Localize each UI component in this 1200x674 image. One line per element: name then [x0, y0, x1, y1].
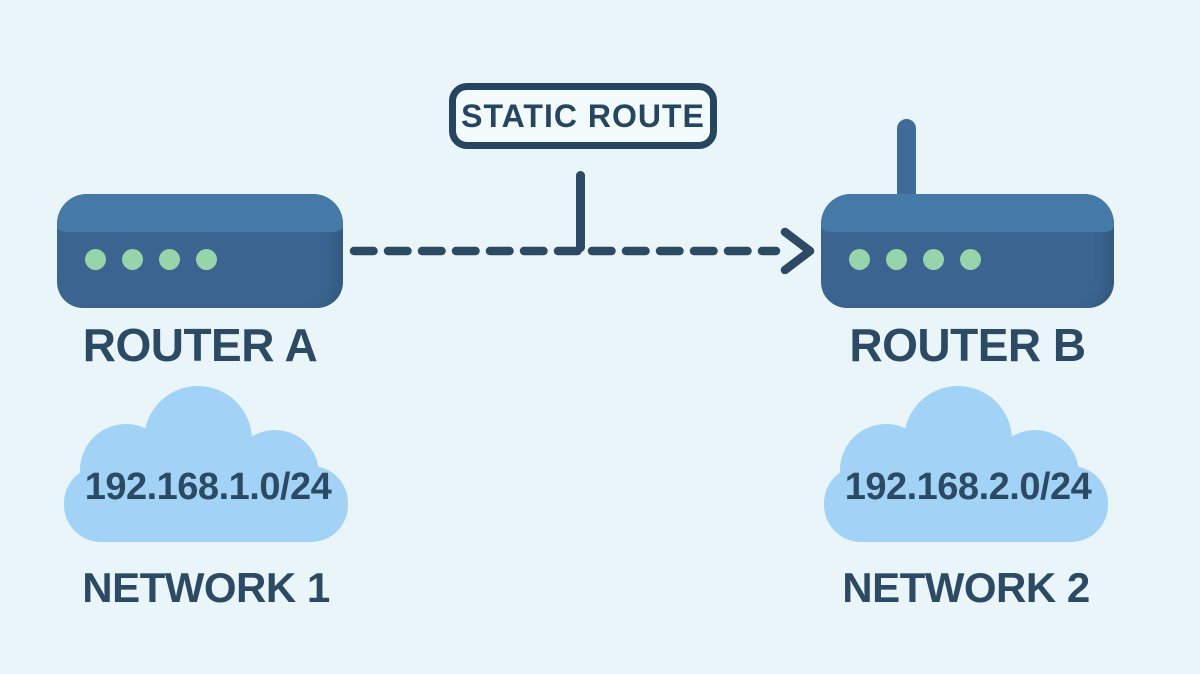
router-a-top-panel: [57, 194, 343, 232]
router-a-device-icon: [57, 194, 343, 308]
static-route-banner-label: STATIC ROUTE: [461, 97, 705, 134]
led-indicator-icon: [85, 249, 106, 270]
dashed-route-arrow-icon: [349, 227, 815, 274]
static-route-banner: STATIC ROUTE: [449, 83, 717, 149]
led-indicator-icon: [849, 249, 870, 270]
router-a-label: ROUTER A: [82, 319, 318, 371]
router-b-antenna-icon: [897, 119, 916, 204]
network-2-cidr: 192.168.2.0/24: [844, 466, 1092, 508]
network-1-cidr: 192.168.1.0/24: [84, 466, 332, 508]
network-2-label: NETWORK 2: [842, 564, 1090, 611]
router-b-label: ROUTER B: [849, 319, 1086, 371]
led-indicator-icon: [960, 249, 981, 270]
led-indicator-icon: [159, 249, 180, 270]
network-2-cloud-icon: [824, 386, 1108, 542]
router-b-led-row: [849, 249, 981, 270]
led-indicator-icon: [923, 249, 944, 270]
router-a-led-row: [85, 249, 217, 270]
router-b-top-panel: [821, 194, 1114, 232]
router-b-device-icon: [821, 194, 1114, 308]
led-indicator-icon: [122, 249, 143, 270]
led-indicator-icon: [886, 249, 907, 270]
banner-connector-line: [576, 171, 585, 252]
led-indicator-icon: [196, 249, 217, 270]
network-1-label: NETWORK 1: [82, 564, 330, 611]
network-1-cloud-icon: [64, 386, 348, 542]
